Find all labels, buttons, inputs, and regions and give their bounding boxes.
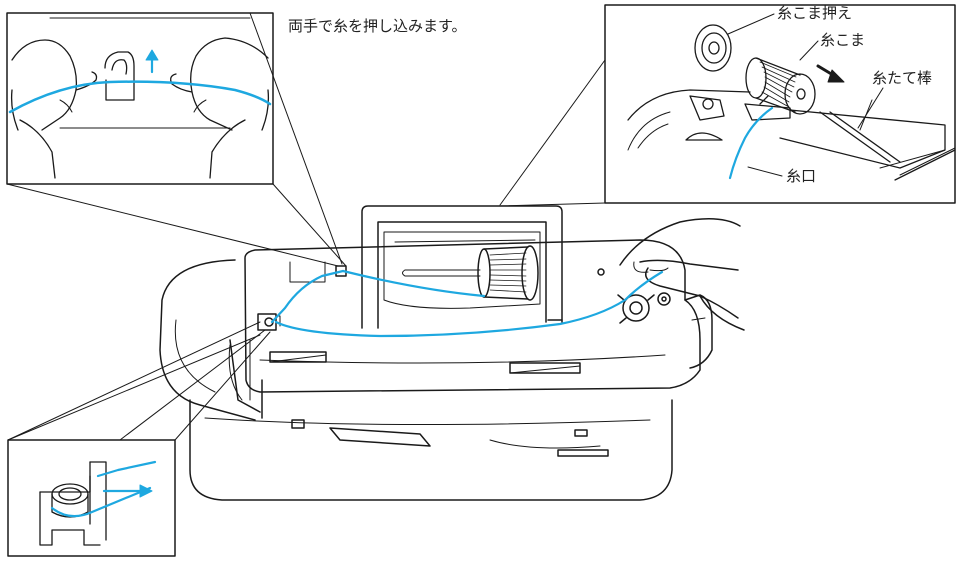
instruction-text: 両手で糸を押し込みます。 [288,19,467,34]
callout-hands [7,13,346,266]
label-spool: 糸こま [820,33,865,48]
label-thread-guide: 糸口 [786,169,816,184]
label-spool-pin: 糸たて棒 [872,71,932,86]
thread-path [272,271,662,336]
sewing-machine [160,206,744,500]
label-spool-cap: 糸こま押え [777,6,852,21]
callout-thread-guide [8,322,270,556]
up-arrow-icon [146,50,158,72]
callout-spool-parts [500,5,955,206]
right-arrow-icon [104,485,152,497]
